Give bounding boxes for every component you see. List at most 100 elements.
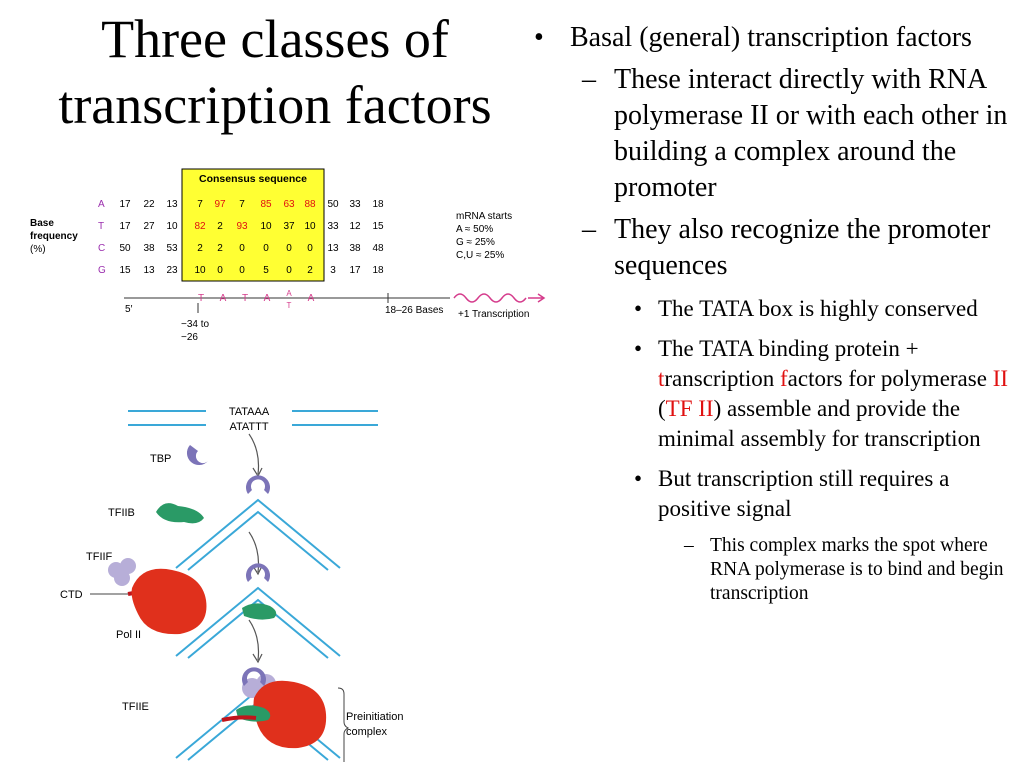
bullet-tbp: • The TATA binding protein + transcripti…	[528, 334, 1022, 454]
bullet-tata-conserved-text: The TATA box is highly conserved	[658, 296, 978, 321]
frequency-cell: 0	[217, 265, 223, 276]
step-arrow	[248, 619, 260, 661]
tbp-part-red: II	[992, 366, 1009, 391]
bullet-tata-conserved: • The TATA box is highly conserved	[528, 294, 1022, 324]
assembly-figure: TATAAA ATATTT TBP TFIIB TFIIF CTD Pol II	[46, 398, 466, 771]
base-letter: C	[98, 243, 105, 254]
frequency-cell: 15	[372, 221, 384, 232]
frequency-cell: 15	[119, 265, 131, 276]
frequency-cell: 5	[263, 265, 269, 276]
ctd-label: CTD	[60, 589, 83, 601]
tbp-bound-shape	[246, 475, 270, 494]
tfiib-bound-shape	[242, 603, 277, 620]
bases-label: 18–26 Bases	[385, 305, 443, 316]
step-arrow	[248, 531, 260, 573]
frequency-cell: 97	[214, 199, 226, 210]
tata-letter-alt: T	[287, 301, 292, 310]
frequency-cell: 13	[327, 243, 339, 254]
mrna-wave	[453, 293, 527, 303]
frequency-cell: 10	[166, 221, 178, 232]
bullet-recognize-text: They also recognize the promoter sequenc…	[614, 214, 991, 281]
base-letter: T	[98, 221, 104, 232]
bullet-list: • Basal (general) transcription factors …	[528, 20, 1022, 606]
step-arrow	[248, 433, 260, 475]
bullet-tbp-text: The TATA binding protein + transcription…	[658, 336, 1008, 451]
bullet-marker: •	[634, 466, 643, 491]
tbp-label: TBP	[150, 453, 171, 465]
step-arrowhead	[252, 467, 263, 478]
frequency-cell: 38	[143, 243, 155, 254]
bullet-marker: •	[634, 336, 643, 361]
consensus-box	[181, 168, 325, 282]
tbp-bound-shape	[246, 563, 270, 582]
tfiib-label: TFIIB	[108, 507, 135, 519]
frequency-cell: 37	[283, 221, 295, 232]
bullet-recognize: – They also recognize the promoter seque…	[528, 212, 1022, 284]
tbp-part: ranscription	[664, 366, 780, 391]
pol2-label: Pol II	[116, 629, 141, 641]
frequency-cell: 50	[327, 199, 339, 210]
tata-letter: A	[264, 293, 271, 304]
bullet-basal: • Basal (general) transcription factors	[528, 20, 1022, 56]
frequency-cell: 2	[197, 243, 203, 254]
frequency-cell: 2	[307, 265, 313, 276]
frequency-cell: 27	[143, 221, 155, 232]
complex-bracket	[337, 687, 350, 762]
preinit-label-line-1: Preinitiation	[346, 711, 403, 723]
bullet-marks-spot: – This complex marks the spot where RNA …	[528, 534, 1022, 606]
frequency-cell: 33	[349, 199, 361, 210]
tbp-part-red: TF II	[665, 396, 714, 421]
frequency-cell: 12	[349, 221, 361, 232]
bullet-interact: – These interact directly with RNA polym…	[528, 62, 1022, 206]
mrna-note-line-1: mRNA starts	[456, 211, 512, 222]
ctd-complex-tail	[221, 715, 257, 722]
frequency-cell: 0	[239, 265, 245, 276]
tata-letter: A	[220, 293, 227, 304]
frequency-cell: 22	[143, 199, 155, 210]
mrna-note-line-4: C,U ≈ 25%	[456, 250, 504, 261]
tbp-part: (	[658, 396, 666, 421]
frequency-cell: 0	[286, 265, 292, 276]
mrna-note-line-2: A ≈ 50%	[456, 224, 493, 235]
preinit-label-line-2: complex	[346, 726, 387, 738]
frequency-cell: 17	[349, 265, 361, 276]
frequency-cell: 0	[307, 243, 313, 254]
tata-letter: T	[198, 293, 204, 304]
bullet-positive-signal-text: But transcription still requires a posit…	[658, 466, 950, 521]
tbp-shape	[186, 445, 208, 466]
bent-dna-inner	[187, 510, 329, 571]
tfiif-shape	[114, 570, 130, 586]
position-label-line-2: −26	[181, 332, 198, 343]
frequency-cell: 85	[260, 199, 272, 210]
frequency-cell: 2	[217, 243, 223, 254]
frequency-cell: 33	[327, 221, 339, 232]
pol2-complex-shape	[253, 680, 327, 749]
position-label-line-1: −34 to	[181, 319, 210, 330]
tfiib-shape	[156, 503, 204, 524]
slide-title: Three classes of transcription factors	[0, 6, 550, 138]
frequency-cell: 17	[119, 221, 131, 232]
frequency-cell: 17	[119, 199, 131, 210]
tata-letter: A	[308, 293, 315, 304]
bullet-positive-signal: • But transcription still requires a pos…	[528, 464, 1022, 524]
frequency-cell: 88	[304, 199, 316, 210]
frequency-cell: 0	[239, 243, 245, 254]
bullet-interact-text: These interact directly with RNA polymer…	[614, 64, 1008, 203]
bent-dna-inner	[187, 598, 329, 659]
frequency-cell: 63	[283, 199, 295, 210]
step-arrowhead	[252, 653, 263, 664]
tbp-part: actors for polymerase	[787, 366, 993, 391]
frequency-cell: 50	[119, 243, 131, 254]
dash-marker: –	[582, 214, 596, 245]
slide-title-line-2: transcription factors	[58, 75, 492, 135]
tata-letter: A	[286, 289, 292, 298]
transcription-label: +1 Transcription	[458, 309, 529, 320]
frequency-cell: 18	[372, 265, 384, 276]
dash-marker: –	[684, 535, 694, 556]
tbp-part: The TATA binding protein +	[658, 336, 919, 361]
frequency-cell: 2	[217, 221, 223, 232]
tataaa-label: TATAAA	[229, 406, 270, 418]
